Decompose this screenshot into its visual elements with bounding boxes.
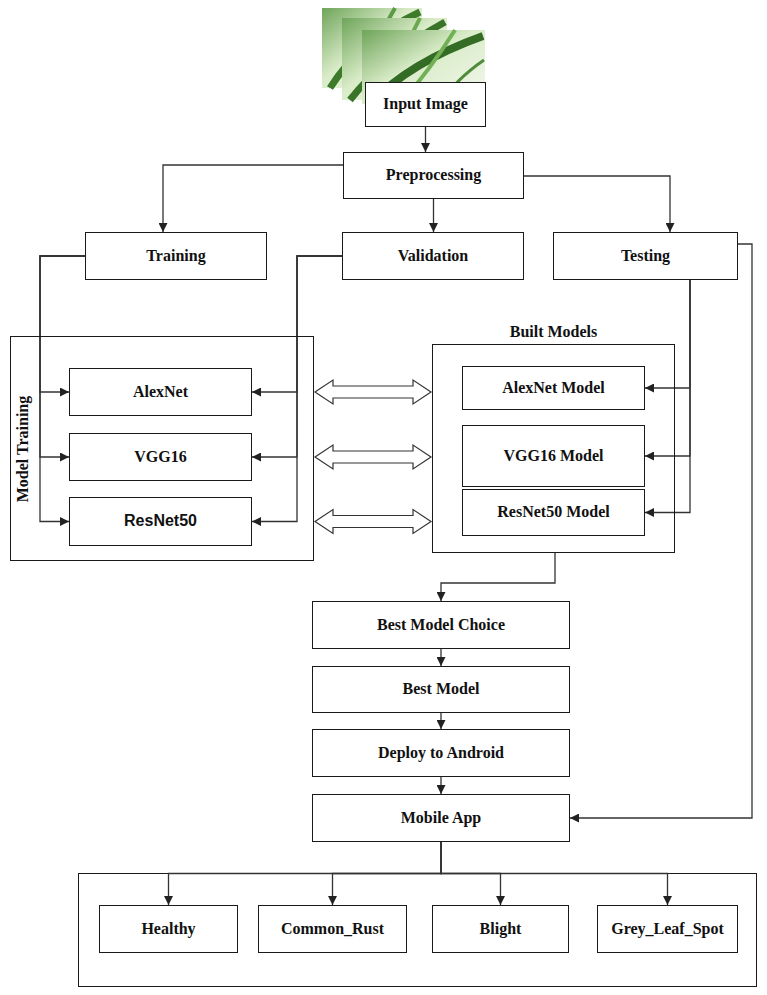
process-box: Best Model Choice xyxy=(312,601,570,649)
process-box: Best Model xyxy=(312,666,570,713)
box-label: Mobile App xyxy=(401,809,481,827)
arrow-connector xyxy=(163,165,343,232)
arrow-connector xyxy=(440,649,441,666)
process-box: Mobile App xyxy=(312,794,570,842)
model-box: VGG16 xyxy=(69,433,252,481)
arrow-connector xyxy=(645,280,690,456)
block-arrow xyxy=(315,380,431,404)
box-label: Preprocessing xyxy=(386,166,481,184)
arrow-connector xyxy=(433,199,434,232)
class-box: Grey_Leaf_Spot xyxy=(597,905,738,953)
box-label: Healthy xyxy=(141,920,195,938)
arrow-connector xyxy=(441,842,668,905)
box-label: Deploy to Android xyxy=(378,744,504,762)
arrow-connector xyxy=(40,256,85,457)
model-box: ResNet50 Model xyxy=(462,489,645,536)
group-heading: Model Training xyxy=(14,395,32,502)
block-arrow xyxy=(315,510,431,534)
arrow-connector xyxy=(333,842,442,905)
group-box: Model Training AlexNetVGG16ResNet50 xyxy=(10,336,314,561)
box-label: AlexNet xyxy=(133,383,188,401)
group-box: Built ModelsAlexNet ModelVGG16 ModelResN… xyxy=(432,344,675,553)
box-label: Input Image xyxy=(383,95,468,113)
class-box: Blight xyxy=(432,905,569,953)
box-label: VGG16 Model xyxy=(504,447,604,465)
model-box: AlexNet Model xyxy=(462,366,645,410)
output-classes-frame xyxy=(79,874,757,987)
box-label: Validation xyxy=(398,247,469,265)
arrow-connector xyxy=(440,713,441,729)
arrow-connector xyxy=(441,553,555,601)
box-label: Blight xyxy=(480,920,522,938)
arrow-connector xyxy=(524,176,670,232)
arrow-connector xyxy=(169,842,442,905)
arrow-connector xyxy=(645,280,690,388)
box-label: ResNet50 Model xyxy=(497,503,609,521)
arrow-connector xyxy=(425,127,426,152)
arrow-connector xyxy=(645,280,690,513)
class-box: Healthy xyxy=(99,905,238,953)
block-arrow xyxy=(315,445,431,469)
box-label: Best Model xyxy=(403,680,480,698)
process-box: Validation xyxy=(342,232,524,280)
class-box: Common_Rust xyxy=(258,905,407,953)
box-label: Grey_Leaf_Spot xyxy=(611,920,724,938)
process-box: Input Image xyxy=(365,82,486,127)
model-box: VGG16 Model xyxy=(462,425,645,487)
model-box: ResNet50 xyxy=(69,497,252,546)
box-label: Training xyxy=(146,247,205,265)
box-label: ResNet50 xyxy=(124,512,197,530)
model-box: AlexNet xyxy=(69,368,252,416)
process-box: Preprocessing xyxy=(343,152,524,199)
arrow-connector xyxy=(440,777,441,794)
box-label: Testing xyxy=(621,247,670,265)
box-label: Best Model Choice xyxy=(377,616,505,634)
box-label: Common_Rust xyxy=(281,920,384,938)
process-box: Deploy to Android xyxy=(312,729,570,777)
process-box: Training xyxy=(85,232,267,280)
group-heading: Built Models xyxy=(433,323,674,341)
box-label: AlexNet Model xyxy=(502,379,605,397)
process-box: Testing xyxy=(553,232,738,280)
box-label: VGG16 xyxy=(134,448,186,466)
